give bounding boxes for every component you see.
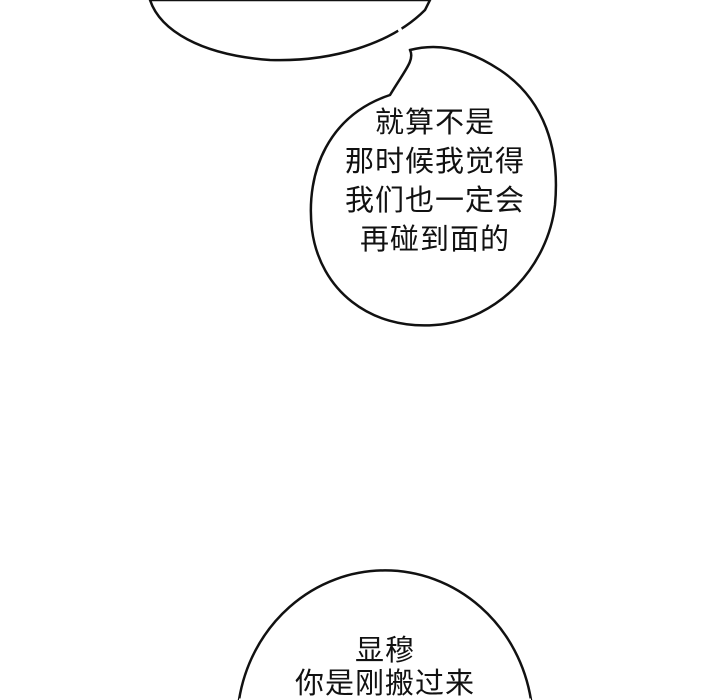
speech-bubble-bottom xyxy=(237,569,533,700)
text-line: 那时候我觉得 xyxy=(344,144,525,178)
speech-bubble-top xyxy=(148,0,432,62)
bubble-text-bottom: 显穆 你是刚搬过来 xyxy=(260,634,510,700)
speech-bubble-middle xyxy=(309,45,558,327)
bubble-text-middle: 就算不是 那时候我觉得 我们也一定会 再碰到面的 xyxy=(330,103,540,259)
text-line: 我们也一定会 xyxy=(344,183,525,217)
text-line: 再碰到面的 xyxy=(359,222,510,256)
text-line: 就算不是 xyxy=(374,105,495,139)
text-line: 你是刚搬过来 xyxy=(294,666,475,700)
text-line: 显穆 xyxy=(354,633,415,667)
